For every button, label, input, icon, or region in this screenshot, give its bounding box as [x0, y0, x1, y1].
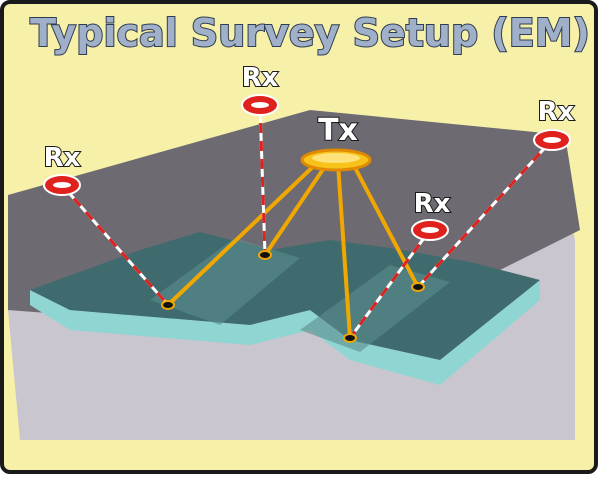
anchor-point: [161, 300, 175, 310]
tx-cable: [263, 160, 330, 257]
receiver-disc-icon: [411, 219, 449, 241]
rx-label: Rx: [538, 97, 575, 127]
seafloor-ridge: [150, 238, 300, 325]
rx-line-left: [60, 184, 170, 306]
anchor-point: [411, 282, 425, 292]
diagram-title: Typical Survey Setup (EM): [30, 11, 590, 55]
receiver-disc-icon: [241, 94, 279, 116]
anchor-point: [258, 250, 272, 260]
transmitter-disc-icon: [300, 148, 372, 172]
rx-line-right: [416, 138, 554, 289]
seafloor-edge: [30, 280, 540, 385]
tx-cables: [166, 158, 420, 340]
rx-label: Rx: [414, 189, 451, 219]
rx-label: Rx: [242, 63, 279, 93]
tx-cable: [336, 162, 352, 340]
receiver-disc-icon: [533, 129, 571, 151]
anchor-points: [161, 250, 425, 343]
rx-line-top: [258, 104, 267, 256]
tx-label: Tx: [318, 113, 358, 148]
rx-line-mid: [348, 229, 432, 339]
receiver-disc-icon: [43, 174, 81, 196]
seafloor-surface: [30, 232, 540, 360]
rx-label: Rx: [44, 143, 81, 173]
tx-cable: [166, 158, 322, 307]
rx-lines: [60, 104, 554, 339]
anchor-point: [343, 333, 357, 343]
tx-cable: [350, 160, 420, 289]
